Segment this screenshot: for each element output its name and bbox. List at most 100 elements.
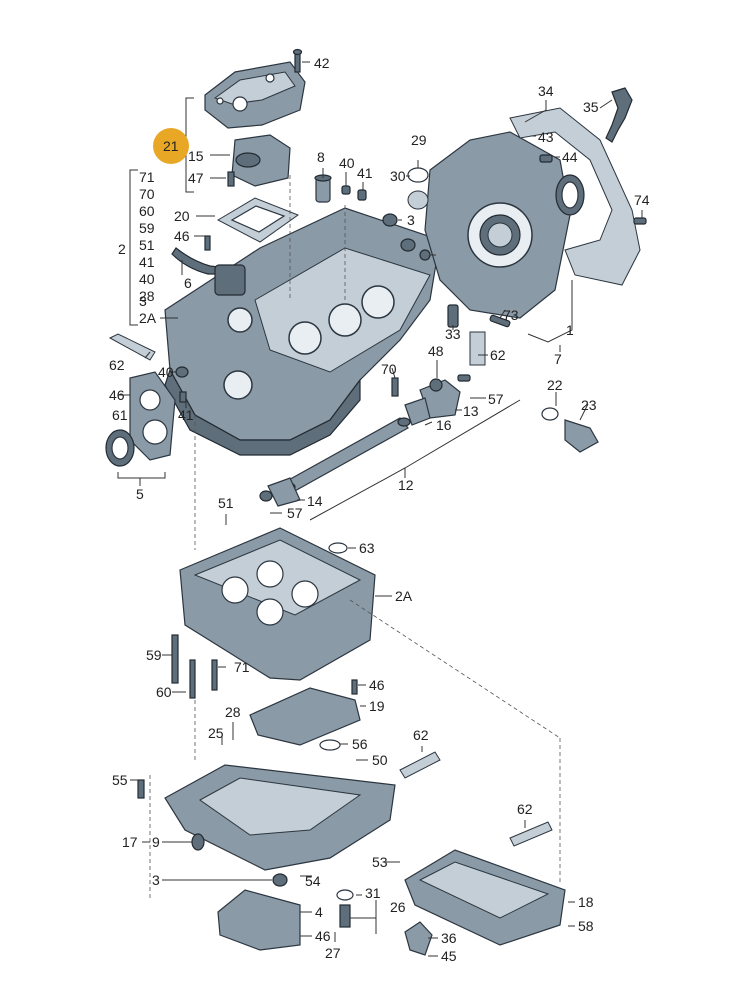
o-ring-31-part — [336, 889, 354, 901]
callout-73: 73 — [503, 307, 519, 323]
callout-18: 18 — [578, 894, 594, 910]
callout-50: 50 — [372, 752, 388, 768]
callout-43: 43 — [538, 129, 554, 145]
callout-61: 61 — [112, 407, 128, 423]
callout-46-left: 46 — [109, 387, 125, 403]
o-ring-56-part — [319, 739, 341, 751]
callout-25: 25 — [208, 725, 224, 741]
callout-30: 30 — [390, 168, 406, 184]
seal-41-left-part — [179, 391, 187, 403]
callout-22: 22 — [547, 377, 563, 393]
callout-13: 13 — [463, 403, 479, 419]
ring-30-part — [407, 190, 429, 210]
callout-57-a: 57 — [488, 391, 504, 407]
callout-70-list: 70 — [139, 186, 155, 202]
callout-45: 45 — [441, 948, 457, 964]
callout-53: 53 — [372, 854, 388, 870]
callout-21-label: 21 — [163, 138, 179, 154]
bolt-57-part — [259, 490, 273, 502]
bolt-55-part — [137, 779, 145, 799]
callout-59-list: 59 — [139, 220, 155, 236]
callout-41-left: 41 — [178, 407, 194, 423]
callout-2A-mid: 2A — [395, 588, 413, 604]
bolt-44-part — [539, 154, 553, 163]
oil-pan-upper-part — [164, 764, 396, 871]
callout-26: 26 — [390, 899, 406, 915]
bolt-46-mid-part — [351, 679, 358, 695]
callout-62-c: 62 — [413, 727, 429, 743]
callout-46-c: 46 — [369, 677, 385, 693]
callout-12: 12 — [398, 477, 414, 493]
bolt-74-part — [633, 217, 647, 225]
bolt-59-part — [171, 634, 179, 684]
sealant-tube-mid-part — [399, 751, 441, 779]
cover-61-part — [129, 371, 176, 461]
callout-71-mid: 71 — [234, 659, 250, 675]
callout-42: 42 — [314, 55, 330, 71]
callout-8: 8 — [317, 149, 325, 165]
callout-7: 7 — [554, 351, 562, 367]
callout-54: 54 — [305, 873, 321, 889]
o-ring-29-part — [407, 167, 429, 183]
plug-8-part — [314, 174, 332, 203]
callout-labels: 42 1 5 4 7 20 46 6 71 70 60 59 51 41 40 28… — [109, 55, 650, 964]
callout-57-b: 57 — [287, 505, 303, 521]
callout-58: 58 — [578, 918, 594, 934]
callout-60-list: 60 — [139, 203, 155, 219]
callout-51-mid: 51 — [218, 495, 234, 511]
o-ring-63-part — [328, 542, 348, 554]
bushing-40-part — [419, 249, 431, 261]
seal-5-part — [105, 429, 135, 467]
callout-6: 6 — [184, 275, 192, 291]
plug-9-part — [191, 833, 205, 851]
bolt-42-part — [292, 48, 303, 73]
callout-1: 1 — [566, 322, 574, 338]
sealing-flange-part — [424, 131, 571, 319]
sensor-35-part — [605, 87, 633, 143]
callout-62-a: 62 — [490, 347, 506, 363]
highlight-badge — [153, 128, 189, 164]
callout-3-pan: 3 — [152, 872, 160, 888]
guide-lines — [149, 175, 561, 900]
callout-4: 4 — [315, 904, 323, 920]
callout-40-list: 40 — [139, 271, 155, 287]
seal-3-pan-part — [272, 873, 288, 887]
callout-20: 20 — [174, 208, 190, 224]
dowel-3-lower-part — [400, 238, 416, 252]
seal-ring-part — [555, 174, 585, 216]
callout-41-top: 41 — [357, 165, 373, 181]
callout-28-list: 28 — [139, 288, 155, 304]
callout-36: 36 — [441, 930, 457, 946]
callout-31: 31 — [365, 885, 381, 901]
callout-9: 9 — [152, 834, 160, 850]
callout-19: 19 — [369, 698, 385, 714]
callout-71-list: 71 — [139, 169, 155, 185]
callout-14: 14 — [307, 493, 323, 509]
callout-46-lower: 46 — [315, 928, 331, 944]
callout-2A-list: 2A — [139, 310, 157, 326]
callout-55: 55 — [112, 772, 128, 788]
callout-17: 17 — [122, 834, 138, 850]
callout-59-mid: 59 — [146, 647, 162, 663]
callout-labels-extra: 2A 46 46 — [109, 310, 331, 944]
sealant-tube-left-part — [108, 333, 156, 361]
callout-5: 5 — [136, 486, 144, 502]
callout-46-a: 46 — [174, 228, 190, 244]
callout-34: 34 — [538, 83, 554, 99]
oil-pan-lower-part — [404, 849, 566, 946]
bolt-71-part — [211, 659, 218, 691]
callout-70-mid: 70 — [381, 361, 397, 377]
gasket-34-part — [509, 107, 641, 286]
sealant-tube-lower-part — [509, 821, 553, 847]
seal-41-part — [357, 189, 367, 201]
callout-51-list: 51 — [139, 237, 155, 253]
callout-62-d: 62 — [517, 801, 533, 817]
callout-41-list: 41 — [139, 254, 155, 270]
callout-44: 44 — [562, 149, 578, 165]
bracket-16-part — [404, 397, 431, 426]
callout-56: 56 — [352, 736, 368, 752]
sensor-36-part — [404, 921, 433, 956]
callout-62-b: 62 — [109, 357, 125, 373]
seal-40-left-part — [175, 366, 189, 378]
